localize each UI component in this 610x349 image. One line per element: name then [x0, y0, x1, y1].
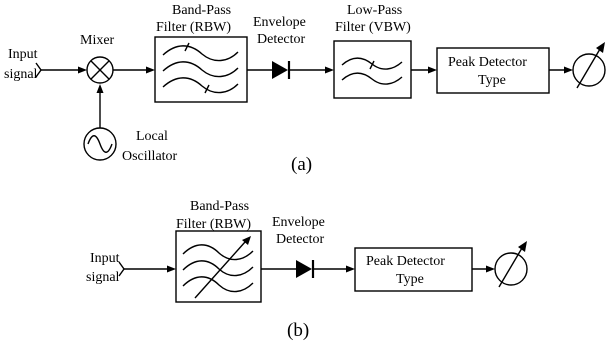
- lo-label-line2: Oscillator: [122, 149, 178, 164]
- input-label-line2: signal: [4, 67, 38, 82]
- arrow-into-peak: [428, 66, 437, 74]
- mixer-label: Mixer: [80, 33, 115, 48]
- input-label-line2: signal: [86, 270, 120, 285]
- diode-icon: [296, 260, 315, 278]
- bpf-label-line1: Band-Pass: [172, 3, 231, 18]
- bpf-label-line2: Filter (RBW): [156, 20, 231, 35]
- lpf-label-line2: Filter (VBW): [335, 20, 411, 35]
- meter-icon: [572, 42, 606, 89]
- lpf-label-line1: Low-Pass: [347, 3, 402, 18]
- arrow-into-peak: [346, 265, 355, 273]
- bpf-label-line1: Band-Pass: [190, 199, 249, 214]
- input-label-line1: Input: [8, 47, 38, 62]
- tunable-bpf-filter-icon: [182, 236, 254, 299]
- peak-detector-box: [354, 247, 473, 292]
- bpf-filter-icon: [162, 42, 239, 94]
- local-oscillator-icon: [83, 127, 117, 161]
- input-terminal-icon: [118, 261, 125, 277]
- arrow-into-lpf: [325, 66, 334, 74]
- bpf-label-line2: Filter (RBW): [176, 217, 251, 232]
- envelope-label-line2: Detector: [257, 32, 306, 47]
- arrow-into-mixer-from-lo: [96, 84, 104, 93]
- envelope-label-line1: Envelope: [272, 215, 325, 230]
- peak-label-line1: Peak Detector: [366, 254, 445, 269]
- diagram-a: Input signal Mixer Local Oscillator Band…: [4, 3, 606, 175]
- envelope-label-line2: Detector: [276, 232, 325, 247]
- peak-label-line2: Type: [478, 73, 506, 88]
- diode-icon: [272, 61, 291, 79]
- caption-a: (a): [291, 154, 312, 175]
- lpf-filter-icon: [341, 57, 403, 85]
- arrow-into-meter: [486, 265, 495, 273]
- peak-detector-box: [436, 47, 550, 94]
- lo-label-line1: Local: [136, 129, 168, 144]
- meter-icon: [494, 241, 528, 288]
- peak-label-line1: Peak Detector: [448, 55, 527, 70]
- arrow-into-bpf: [146, 66, 155, 74]
- mixer-icon: [86, 56, 114, 84]
- arrow-into-meter: [564, 66, 573, 74]
- input-label-line1: Input: [90, 251, 120, 266]
- arrow-into-bpf: [167, 265, 176, 273]
- envelope-label-line1: Envelope: [253, 15, 306, 30]
- caption-b: (b): [287, 320, 309, 341]
- peak-label-line2: Type: [396, 272, 424, 287]
- diagram-b: Input signal Band-Pass Filter (RBW) Enve…: [86, 199, 528, 341]
- lpf-box: [333, 40, 412, 99]
- arrow-into-mixer: [78, 66, 87, 74]
